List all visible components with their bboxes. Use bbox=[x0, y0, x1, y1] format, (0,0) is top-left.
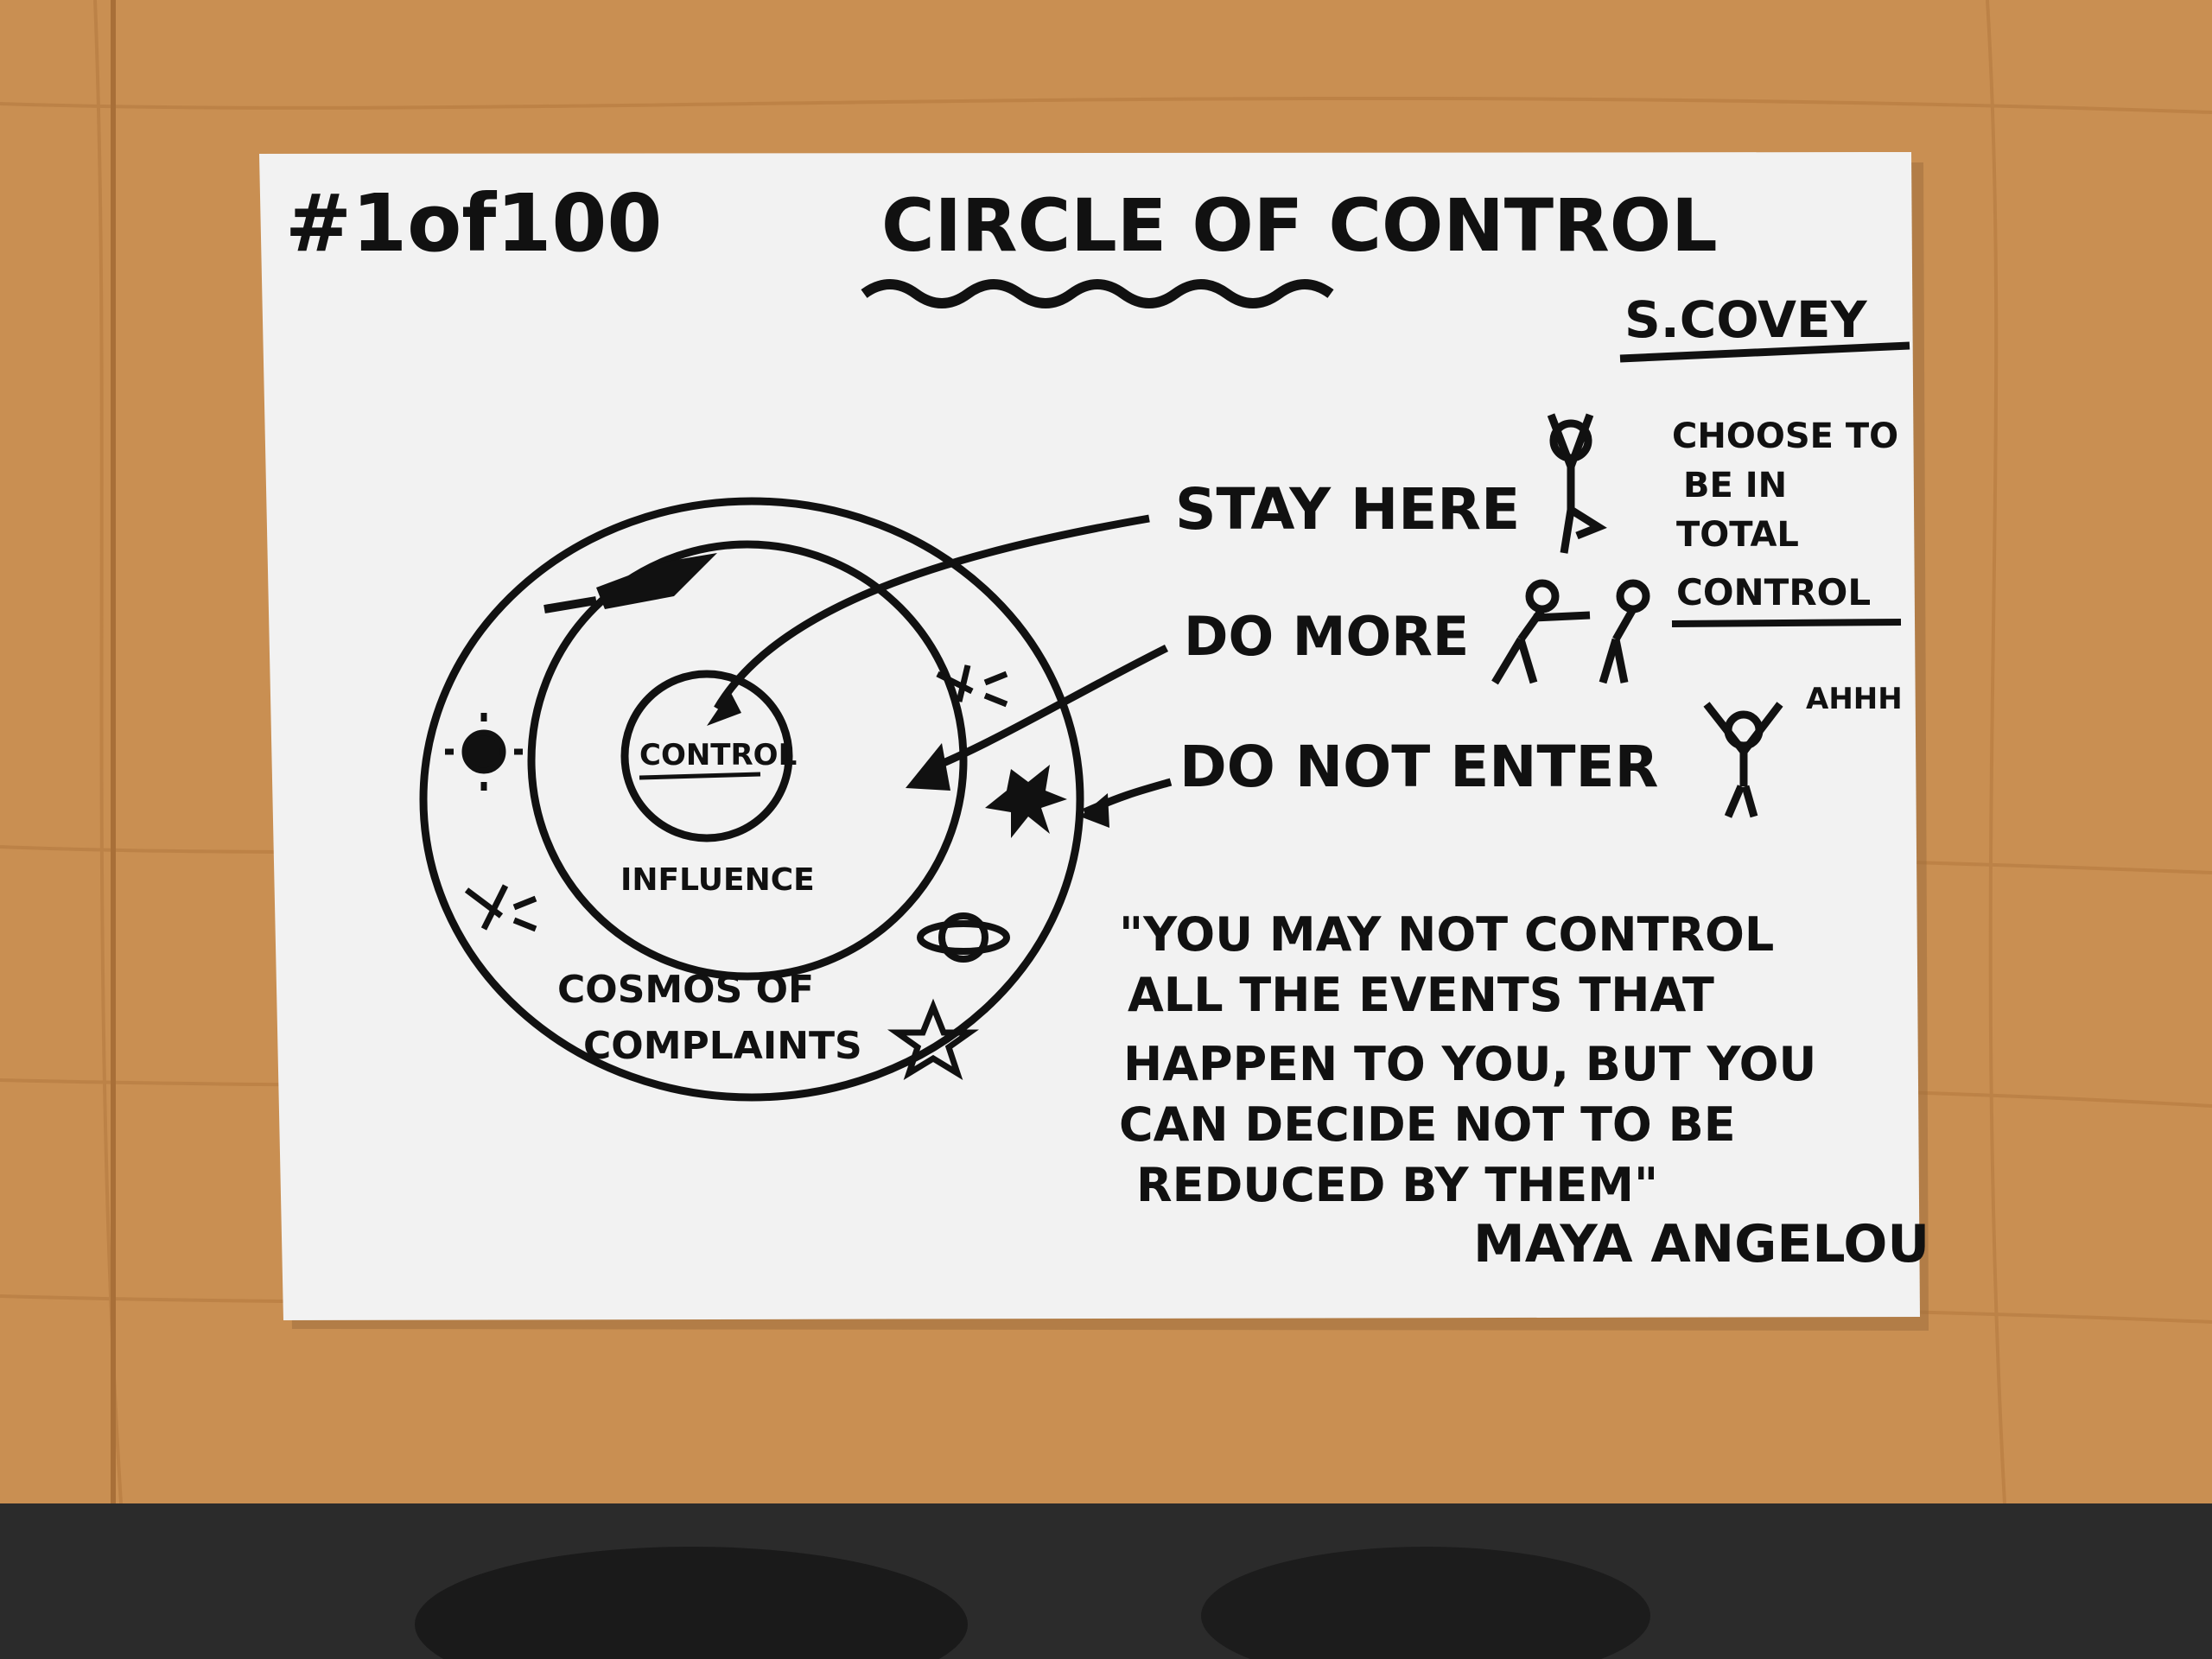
sparkle-icon bbox=[936, 664, 1008, 708]
circle-diagram bbox=[419, 497, 1084, 1102]
sun-icon bbox=[445, 713, 523, 791]
star-icon bbox=[887, 998, 979, 1080]
cosmos-label-line1: COSMOS OF bbox=[557, 968, 814, 1012]
quote-line3: HAPPEN TO YOU, BUT YOU bbox=[1123, 1037, 1816, 1091]
plank-seam-left bbox=[111, 0, 116, 1503]
scream-label: AHHH bbox=[1806, 682, 1903, 716]
quote-line2: ALL THE EVENTS THAT bbox=[1128, 968, 1714, 1022]
title-wavy-underline bbox=[861, 279, 1334, 308]
arrowhead-do-more bbox=[906, 743, 950, 791]
rocket-icon bbox=[543, 553, 717, 613]
do-more-label: DO MORE bbox=[1184, 605, 1469, 668]
cosmos-label-line2: COMPLAINTS bbox=[583, 1024, 862, 1068]
sheet-title: CIRCLE OF CONTROL bbox=[881, 183, 1718, 268]
push-figures-icon bbox=[1491, 579, 1650, 685]
yoga-figure-icon bbox=[1547, 413, 1607, 554]
sparkle-icon bbox=[464, 884, 537, 932]
quote-line5: REDUCED BY THEM" bbox=[1136, 1158, 1658, 1212]
screaming-figure-icon bbox=[1703, 702, 1783, 818]
author-underline bbox=[1619, 341, 1910, 363]
middle-circle-influence bbox=[527, 540, 968, 981]
paper-sheet bbox=[259, 152, 1920, 1320]
control-emphasis-underline bbox=[1671, 619, 1902, 627]
explosion-icon bbox=[985, 765, 1067, 838]
floor-shadow bbox=[0, 1503, 2212, 1659]
choose-line1: CHOOSE TO bbox=[1672, 416, 1898, 456]
choose-line4: CONTROL bbox=[1676, 571, 1871, 613]
planet-icon bbox=[917, 912, 1010, 963]
choose-line2: BE IN bbox=[1683, 466, 1787, 505]
choose-line3: TOTAL bbox=[1676, 515, 1799, 555]
foot-shadow bbox=[415, 1547, 968, 1659]
influence-label: INFLUENCE bbox=[620, 862, 815, 898]
quote-line4: CAN DECIDE NOT TO BE bbox=[1119, 1097, 1736, 1152]
quote-line1: "YOU MAY NOT CONTROL bbox=[1119, 907, 1774, 962]
stay-here-label: STAY HERE bbox=[1175, 476, 1520, 543]
outer-circle-cosmos bbox=[419, 497, 1084, 1102]
control-underline bbox=[639, 772, 761, 780]
control-label: CONTROL bbox=[639, 738, 797, 772]
page-number: #1of100 bbox=[285, 177, 662, 270]
inner-circle-control bbox=[620, 670, 793, 842]
quote-attribution: MAYA ANGELOU bbox=[1473, 1214, 1929, 1274]
arrowhead-stay-here bbox=[707, 691, 741, 726]
arrowhead-do-not-enter bbox=[1080, 793, 1109, 828]
arrow-stay-here bbox=[714, 514, 1150, 711]
author-name: S.COVEY bbox=[1624, 290, 1868, 349]
arrow-do-more bbox=[927, 644, 1169, 773]
do-not-enter-label: DO NOT ENTER bbox=[1179, 734, 1658, 800]
foot-shadow-2 bbox=[1201, 1547, 1650, 1659]
